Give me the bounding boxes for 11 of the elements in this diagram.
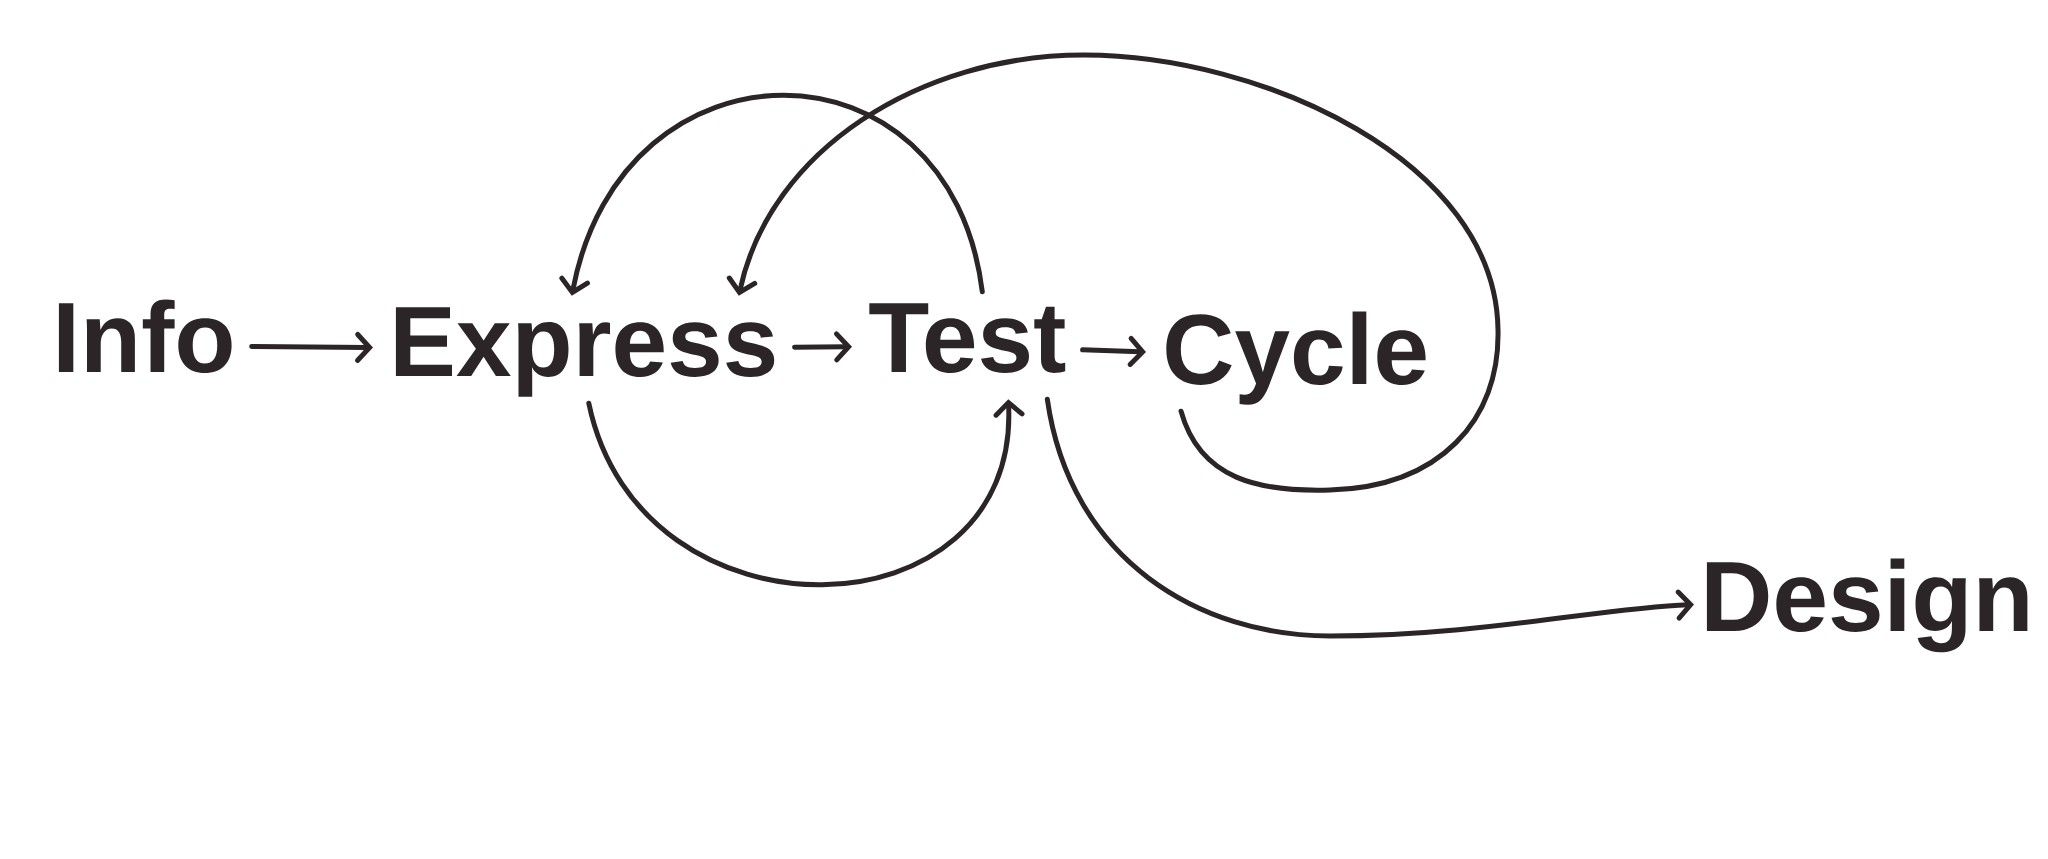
curved-arrow [559,92,985,296]
arrow [1080,336,1147,367]
curved-arrow [726,52,1501,493]
word-label: Express [395,307,775,397]
arrow [249,331,373,363]
word-label: Info [58,299,232,373]
word-label: Design [1706,558,2028,653]
curved-arrow [1044,396,1694,639]
curved-arrow [586,399,1025,588]
word-label: Test [869,303,1066,373]
word-label: Cycle [1166,311,1426,405]
